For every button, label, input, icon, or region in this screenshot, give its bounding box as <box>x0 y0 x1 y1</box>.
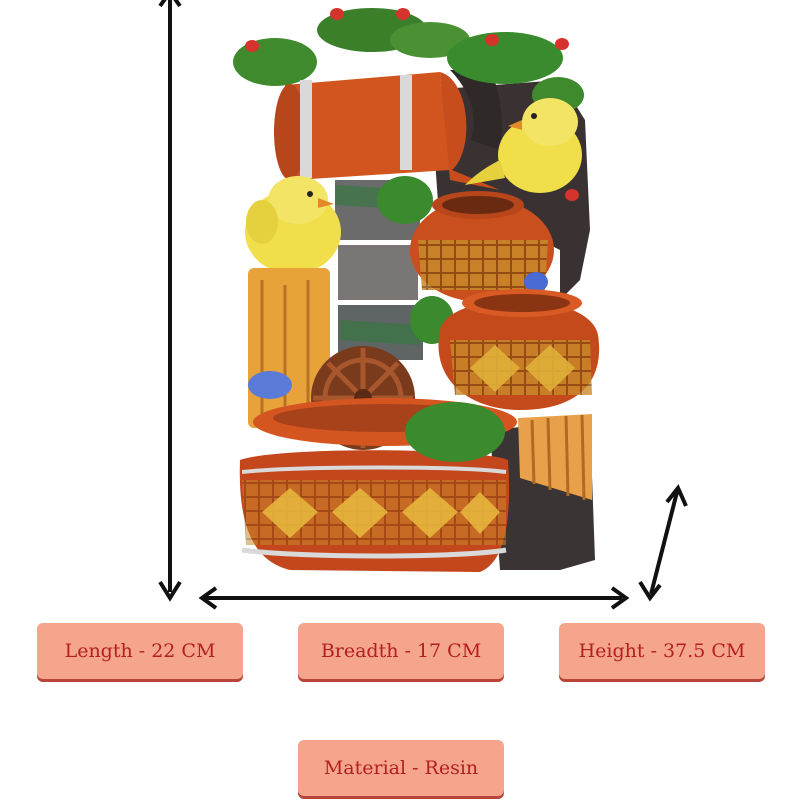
middle-pot <box>438 289 600 410</box>
breadth-spec-tag: Breadth - 17 CM <box>298 623 504 679</box>
height-spec-label: Height - 37.5 CM <box>578 640 746 662</box>
length-dimension-arrow <box>158 0 182 602</box>
upper-pot <box>410 191 554 302</box>
tree-canopy <box>233 8 584 201</box>
breadth-dimension-arrow <box>198 586 630 610</box>
length-spec-label: Length - 22 CM <box>64 640 216 662</box>
length-spec-tag: Length - 22 CM <box>37 623 243 679</box>
barrel <box>274 72 500 190</box>
yellow-bird-left <box>245 176 341 274</box>
material-spec-label: Material - Resin <box>323 757 479 779</box>
wooden-crate <box>518 414 592 501</box>
log-stump <box>248 268 330 428</box>
yellow-bird-right <box>465 98 582 193</box>
fountain-illustration <box>233 8 600 572</box>
lower-basin <box>239 398 517 572</box>
breadth-spec-label: Breadth - 17 CM <box>320 640 482 662</box>
height-spec-tag: Height - 37.5 CM <box>559 623 765 679</box>
height-dimension-arrow <box>638 484 688 602</box>
material-spec-tag: Material - Resin <box>298 740 504 796</box>
stone-waterfall <box>335 176 454 360</box>
